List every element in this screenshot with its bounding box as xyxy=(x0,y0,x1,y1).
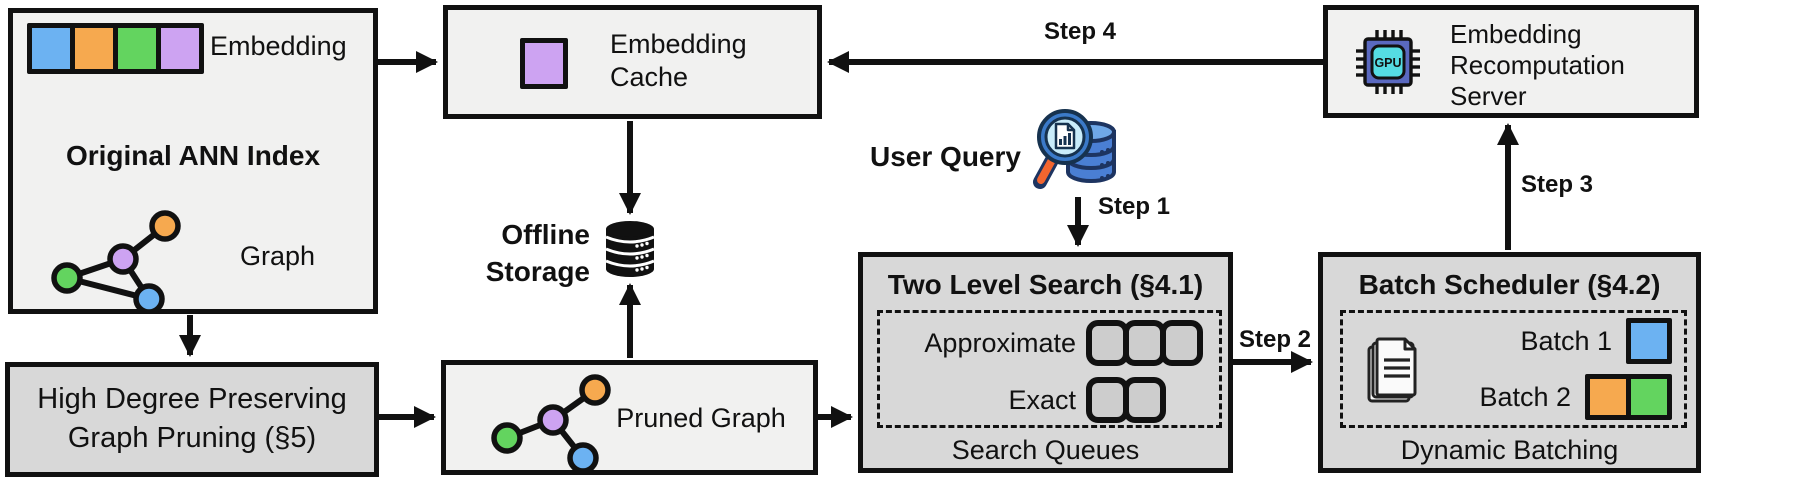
batch-2-square-orange xyxy=(1585,374,1631,420)
embedding-square-green xyxy=(113,23,161,74)
server-line1: Embedding xyxy=(1450,19,1582,49)
step-3-label: Step 3 xyxy=(1521,171,1594,198)
offline-storage-label: Offline Storage xyxy=(485,219,590,287)
pruned-graph-box: Pruned Graph xyxy=(441,360,818,475)
search-queues-dashed-box: Approximate Exact xyxy=(877,310,1222,428)
original-ann-index-box: Embedding Original ANN Index Graph xyxy=(8,8,378,314)
original-ann-index-title: Original ANN Index xyxy=(65,140,321,171)
cached-embedding-square xyxy=(520,38,568,89)
approximate-queue-slot xyxy=(1160,320,1203,366)
graph-icon xyxy=(51,210,181,312)
server-line2: Recomputation xyxy=(1450,50,1625,80)
batch-scheduler-box: Batch Scheduler (§4.2) Batch 1 xyxy=(1318,252,1701,473)
two-level-search-title: Two Level Search (§4.1) xyxy=(887,269,1204,300)
dynamic-batching-dashed-box: Batch 1 Batch 2 xyxy=(1340,310,1687,428)
user-query-label: User Query xyxy=(870,141,1021,172)
search-queues-label: Search Queues xyxy=(951,435,1140,465)
high-degree-pruning-line2: Graph Pruning (§5) xyxy=(67,422,317,454)
two-level-search-box: Two Level Search (§4.1) Approximate Exac… xyxy=(858,252,1233,473)
batch-scheduler-title: Batch Scheduler (§4.2) xyxy=(1358,269,1661,300)
queries-documents-icon xyxy=(1367,337,1417,403)
step-1-label: Step 1 xyxy=(1098,193,1171,220)
gpu-chip-text: GPU xyxy=(1374,56,1401,70)
dynamic-batching-label: Dynamic Batching xyxy=(1400,435,1619,465)
approximate-label: Approximate xyxy=(924,327,1076,358)
user-query-search-icon xyxy=(1033,109,1116,189)
step-4-label: Step 4 xyxy=(1043,18,1117,45)
graph-label: Graph xyxy=(240,241,316,271)
server-line3: Server xyxy=(1450,81,1527,111)
step-2-label: Step 2 xyxy=(1238,326,1312,353)
batch-2-label: Batch 2 xyxy=(1479,381,1571,412)
gpu-chip-icon: GPU xyxy=(1356,30,1420,94)
embedding-vector-icon xyxy=(27,23,204,74)
embedding-square-orange xyxy=(70,23,118,74)
embedding-cache-line1: Embedding xyxy=(610,29,747,59)
embedding-cache-line2: Cache xyxy=(610,62,689,92)
batch-1-label: Batch 1 xyxy=(1520,325,1612,356)
high-degree-pruning-box: High Degree Preserving Graph Pruning (§5… xyxy=(5,362,379,477)
embedding-square-blue xyxy=(27,23,75,74)
offline-storage-database-icon xyxy=(605,221,655,277)
exact-label: Exact xyxy=(1008,384,1076,415)
recomputation-server-box: GPU Embedding Recomputation Server xyxy=(1323,5,1699,118)
high-degree-pruning-line1: High Degree Preserving xyxy=(37,383,347,415)
exact-queue-slot xyxy=(1123,377,1166,423)
pruned-graph-label: Pruned Graph xyxy=(616,403,786,433)
batch-2-square-green xyxy=(1626,374,1672,420)
batch-1-square-blue xyxy=(1626,318,1672,364)
embedding-cache-box: Embedding Cache xyxy=(443,5,822,119)
pruned-graph-icon xyxy=(491,374,611,470)
embedding-label: Embedding xyxy=(210,31,347,61)
embedding-square-purple xyxy=(156,23,204,74)
